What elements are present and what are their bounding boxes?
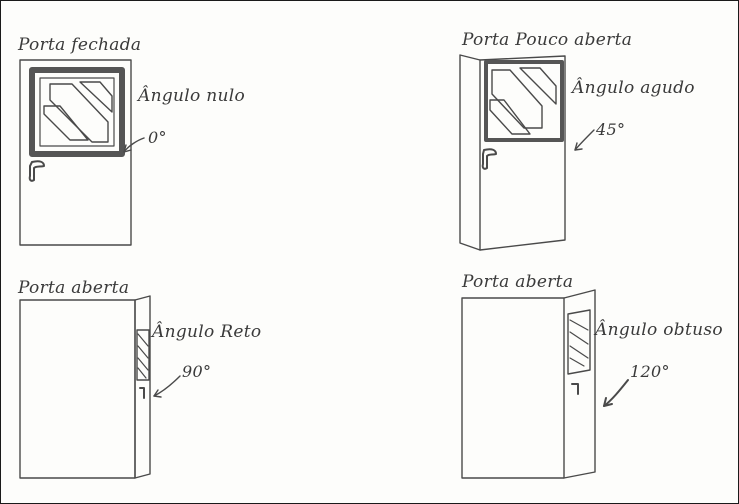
degree-label-120: 120° <box>630 362 670 381</box>
slightly-open-door <box>459 54 566 251</box>
angle-label-acute: Ângulo agudo <box>572 78 695 98</box>
degree-label-0: 0° <box>148 128 167 147</box>
right-angle-door <box>19 295 151 479</box>
degree-label-90: 90° <box>182 362 212 381</box>
arrow-45-deg <box>574 129 595 151</box>
angle-label-obtuse: Ângulo obtuso <box>595 320 723 340</box>
panel-title-slightly-open: Porta Pouco aberta <box>462 30 633 50</box>
panel-title-closed: Porta fechada <box>18 35 142 55</box>
degree-label-45: 45° <box>596 120 626 139</box>
obtuse-angle-door <box>461 289 596 479</box>
panel-title-open-90: Porta aberta <box>18 278 130 298</box>
angle-label-right: Ângulo Reto <box>152 322 262 342</box>
arrow-90-deg <box>153 375 181 398</box>
angle-label-null: Ângulo nulo <box>138 86 246 106</box>
panel-title-open-120: Porta aberta <box>462 272 574 292</box>
arrow-0-deg <box>123 137 145 153</box>
arrow-120-deg <box>603 379 629 407</box>
closed-door <box>19 59 132 246</box>
